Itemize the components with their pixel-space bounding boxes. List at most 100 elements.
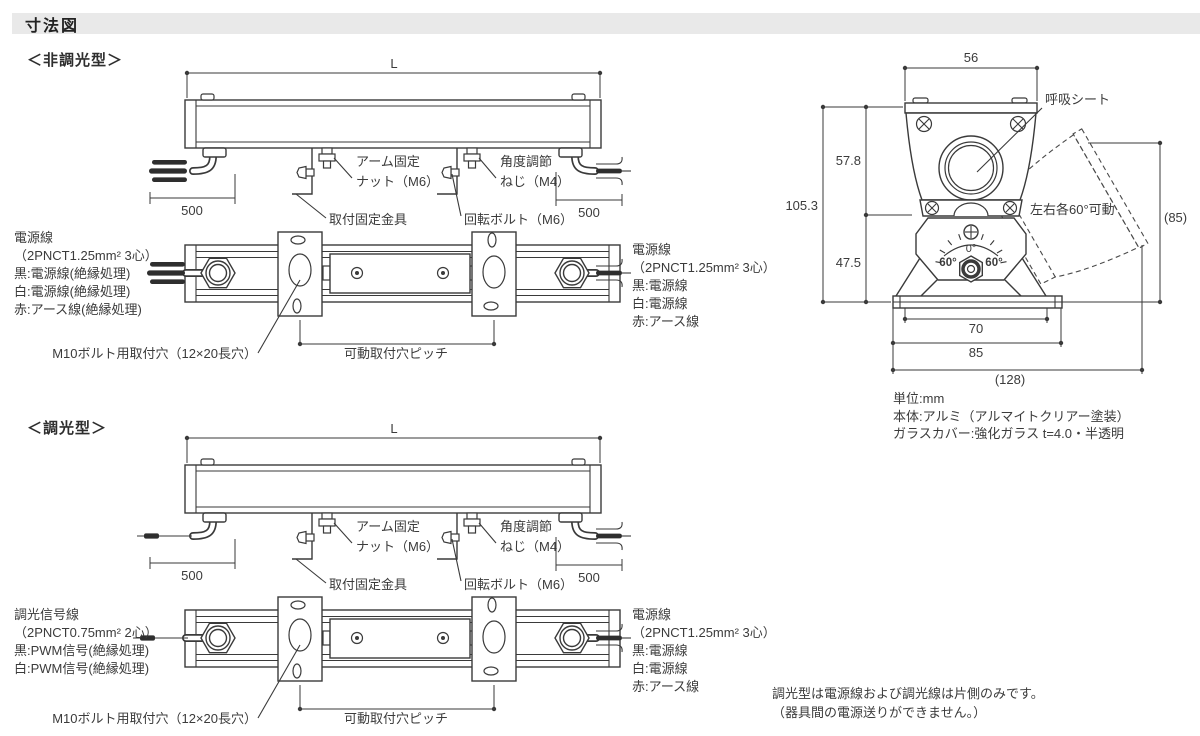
note-line: 赤:アース線(絶縁処理) [14, 302, 142, 317]
bottom-view-rail [184, 244, 621, 303]
body-material-note: 本体:アルミ（アルマイトクリアー塗装） [893, 408, 1130, 424]
cable-gland-left [189, 147, 227, 175]
length-dim-label: L [390, 56, 397, 71]
note-title: 電源線 [632, 242, 672, 257]
swing-dimension: (85) [1062, 140, 1187, 305]
swing-depth-label: (85) [1164, 210, 1187, 225]
note-line: 白:PWM信号(絶縁処理) [14, 661, 150, 676]
base-plate [892, 295, 1063, 309]
cable-length-dim-left: 500 [149, 174, 236, 218]
breath-sheet-circle [938, 135, 1004, 201]
m10-hole-label: M10ボルト用取付穴（12×20長穴） [52, 711, 257, 726]
lower-height-label: 47.5 [836, 255, 861, 270]
base-outer-label: 85 [969, 345, 983, 360]
end-view-drawing: 56 105.3 57.8 47.5 [785, 50, 1187, 387]
note-spec: （2PNCT1.25mm² 3心） [14, 248, 158, 263]
note-line: 黒:電源線 [632, 278, 688, 293]
hole-pitch-label: 可動取付穴ピッチ [344, 711, 448, 726]
note-line: 黒:電源線(絶縁処理) [14, 266, 131, 281]
length-dimension: L [184, 56, 603, 98]
angle-dial-housing: 0° 60° 60° [895, 217, 1047, 297]
glass-cover-note: ガラスカバー:強化ガラス t=4.0・半透明 [893, 426, 1124, 441]
mount-plate-right [471, 231, 517, 317]
neck-screw-left [924, 200, 940, 216]
note-title: 調光信号線 [14, 607, 80, 622]
hole-pitch-label: 可動取付穴ピッチ [344, 346, 448, 361]
top-width-label: 56 [964, 50, 978, 65]
side-view-bar [184, 93, 602, 149]
angle-left-label: 60° [939, 257, 957, 269]
arm-nut-label-2: ナット（M6） [356, 174, 439, 189]
dimmable-right-note: 電源線 （2PNCT1.25mm² 3心） 黒:電源線 白:電源線 赤:アース線 [632, 606, 776, 696]
head-screw-right [1009, 115, 1027, 133]
power-wires-right [595, 156, 632, 186]
dimmer-note-line2: （器具間の電源送りができません。） [772, 705, 987, 720]
arm-bracket-right [436, 512, 481, 560]
cable-gland-right [558, 147, 599, 175]
m10-hole-callout: M10ボルト用取付穴（12×20長穴） [52, 644, 301, 726]
m10-hole-callout: M10ボルト用取付穴（12×20長穴） [52, 279, 301, 361]
section-heading-non-dimmable: ＜非調光型＞ [27, 52, 124, 69]
material-notes: 単位:mm 本体:アルミ（アルマイトクリアー塗装） ガラスカバー:強化ガラス t… [893, 390, 1130, 443]
cable-length-dim-left: 500 [149, 539, 236, 583]
non-dimmable-left-note: 電源線 （2PNCT1.25mm² 3心） 黒:電源線(絶縁処理) 白:電源線(… [14, 229, 158, 319]
arm-nut-label-1: アーム固定 [356, 154, 420, 169]
arm-nut-label-2: ナット（M6） [356, 539, 439, 554]
angle-screw-label-2: ねじ（M4） [500, 539, 570, 554]
section-heading-dimmable: ＜調光型＞ [27, 420, 108, 437]
side-view-bar [184, 458, 602, 514]
breath-sheet-label: 呼吸シート [1045, 92, 1110, 107]
dimmable-left-note: 調光信号線 （2PNCT0.75mm² 2心） 黒:PWM信号(絶縁処理) 白:… [14, 606, 158, 678]
arm-bracket-left [291, 147, 336, 195]
note-line: 白:電源線 [632, 296, 688, 311]
callout-labels: アーム固定 ナット（M6） 角度調節 ねじ（M4） 取付固定金具 回転ボルト（M… [295, 154, 573, 227]
mount-bracket-label: 取付固定金具 [329, 212, 407, 227]
non-dimmable-drawing: L 500 500 [52, 56, 632, 361]
cable-gland-left [189, 512, 227, 540]
dimmer-caution-note: 調光型は電源線および調光線は片側のみです。 （器具間の電源送りができません。） [772, 684, 1044, 722]
angle-screw-label-1: 角度調節 [500, 519, 552, 534]
fixture-head [904, 97, 1038, 217]
cable-length-right-label: 500 [578, 205, 600, 220]
total-height-label: 105.3 [785, 198, 818, 213]
angle-screw-label-2: ねじ（M4） [500, 174, 570, 189]
arm-bracket-left [291, 512, 336, 560]
signal-wire-left [136, 532, 193, 540]
note-line: 赤:アース線 [632, 314, 700, 329]
mount-plate-right [471, 596, 517, 682]
base-inner-label: 70 [969, 321, 983, 336]
swing-range-label: 左右各60°可動 [1030, 202, 1115, 217]
note-spec: （2PNCT1.25mm² 3心） [632, 625, 776, 640]
unit-note: 単位:mm [893, 391, 945, 406]
cable-length-left-label: 500 [181, 568, 203, 583]
hole-pitch-dimension: 可動取付穴ピッチ [297, 320, 497, 361]
dimmer-note-line1: 調光型は電源線および調光線は片側のみです。 [772, 686, 1044, 701]
power-wires-left [149, 160, 187, 182]
breath-sheet-callout: 呼吸シート [976, 92, 1110, 173]
dimmable-drawing: L 500 500 [52, 421, 632, 726]
height-dimensions: 105.3 57.8 47.5 [785, 104, 912, 305]
note-line: 赤:アース線 [632, 679, 700, 694]
mount-plate-left [277, 596, 323, 682]
upper-height-label: 57.8 [836, 153, 861, 168]
rotation-bolt-label: 回転ボルト（M6） [464, 212, 573, 227]
note-title: 電源線 [14, 230, 54, 245]
arm-bracket-right [436, 147, 481, 195]
note-line: 白:電源線 [632, 661, 688, 676]
note-spec: （2PNCT0.75mm² 2心） [14, 625, 158, 640]
callout-labels: アーム固定 ナット（M6） 角度調節 ねじ（M4） 取付固定金具 回転ボルト（M… [295, 519, 573, 592]
note-line: 白:電源線(絶縁処理) [14, 284, 131, 299]
angle-center-label: 0° [966, 243, 977, 255]
rotation-bolt-label: 回転ボルト（M6） [464, 577, 573, 592]
length-dim-label: L [390, 421, 397, 436]
page-title: 寸法図 [25, 17, 80, 35]
m10-hole-label: M10ボルト用取付穴（12×20長穴） [52, 346, 257, 361]
head-screw-left [915, 115, 933, 133]
angle-screw-label-1: 角度調節 [500, 154, 552, 169]
base-dimensions: 70 85 (128) [890, 245, 1145, 387]
note-title: 電源線 [632, 607, 672, 622]
arm-nut-label-1: アーム固定 [356, 519, 420, 534]
swing-silhouette [992, 128, 1149, 285]
header-bar: 寸法図 [12, 13, 1200, 35]
cable-length-right-label: 500 [578, 570, 600, 585]
